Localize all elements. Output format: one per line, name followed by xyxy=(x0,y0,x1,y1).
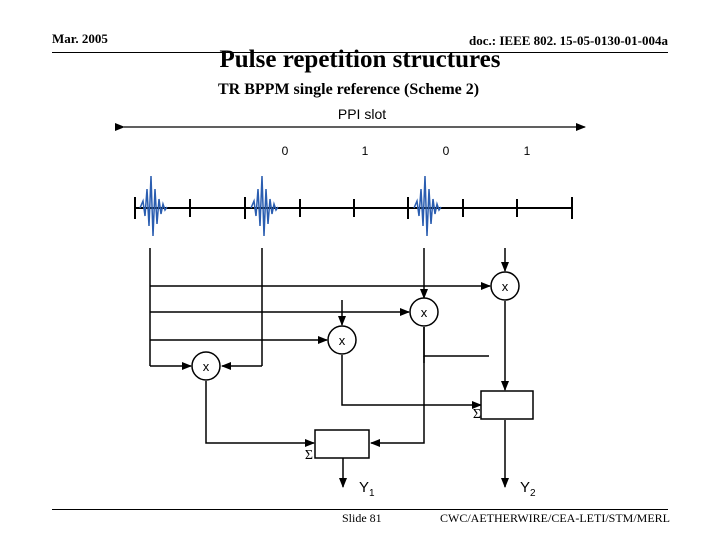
integrator-1: Σ xyxy=(305,429,370,463)
slide-subtitle: TR BPPM single reference (Scheme 2) xyxy=(218,81,480,98)
footer-slide-number: Slide 81 xyxy=(342,511,382,525)
bit-label-4: 1 xyxy=(524,144,531,158)
integrator-2: Σ xyxy=(473,390,534,422)
ppi-slot-label: PPI slot xyxy=(338,106,386,122)
uwb-pulse-2 xyxy=(250,175,279,237)
uwb-pulse-3 xyxy=(413,175,442,237)
multiplier-2: x xyxy=(409,297,439,327)
footer-organizations: CWC/AETHERWIRE/CEA-LETI/STM/MERL xyxy=(440,511,670,525)
output-y2-letter: Y xyxy=(520,479,530,496)
header-date: Mar. 2005 xyxy=(52,31,108,46)
header-divider xyxy=(52,52,668,53)
uwb-pulse-1 xyxy=(139,175,168,237)
bit-label-1: 0 xyxy=(282,144,289,158)
multiplier-1: x xyxy=(490,271,520,301)
output-y1-letter: Y xyxy=(359,479,369,496)
header-doc-id: doc.: IEEE 802. 15-05-0130-01-004a xyxy=(469,33,668,48)
output-y1-label: Y1 xyxy=(359,479,375,499)
footer-divider xyxy=(52,509,668,510)
output-y1-subscript: 1 xyxy=(369,488,375,499)
multiplier-4-symbol: x xyxy=(203,359,210,374)
slide-title: Pulse repetition structures xyxy=(219,46,501,73)
multiplier-3: x xyxy=(327,325,357,355)
output-y2-subscript: 2 xyxy=(530,488,536,499)
integrator-2-symbol: Σ xyxy=(473,407,481,422)
bit-label-3: 0 xyxy=(443,144,450,158)
multiplier-3-symbol: x xyxy=(339,333,346,348)
multiplier-1-symbol: x xyxy=(502,279,509,294)
output-y2-label: Y2 xyxy=(520,479,536,499)
integrator-1-symbol: Σ xyxy=(305,448,313,463)
multiplier-4: x xyxy=(191,351,221,381)
time-axis xyxy=(134,197,573,219)
bit-label-2: 1 xyxy=(362,144,369,158)
signal-paths xyxy=(149,248,509,488)
multiplier-2-symbol: x xyxy=(421,305,428,320)
